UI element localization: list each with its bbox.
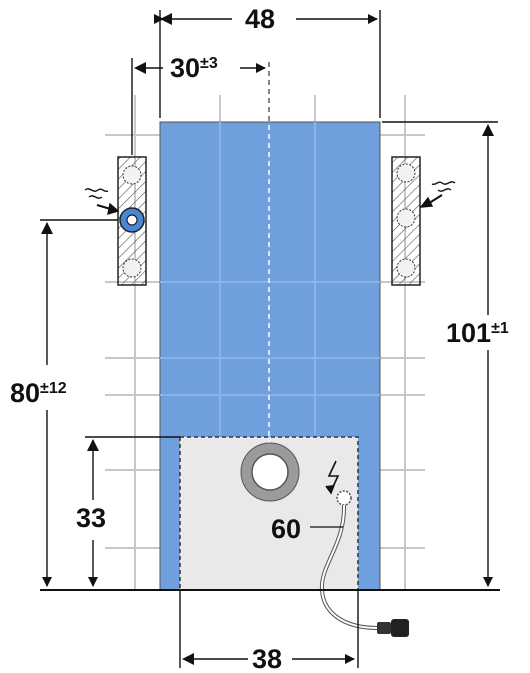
right-insert-arrow-icon (419, 181, 456, 208)
total-width-label: 48 (245, 4, 276, 34)
dim-total-height (382, 121, 498, 587)
total-height-label: 101±1 (446, 320, 509, 347)
mount-height-tolerance: ±12 (40, 380, 67, 397)
access-height-label: 33 (76, 503, 107, 533)
dim-total-width (154, 10, 381, 118)
access-width-label: 38 (252, 644, 283, 673)
total-height-value: 101 (446, 318, 492, 348)
right-mounting-bracket (391, 156, 421, 286)
drain-offset-value: 30 (170, 53, 201, 83)
panel-grid (160, 122, 380, 435)
cable-length-label: 60 (271, 514, 302, 544)
cable-length-value: 60 (271, 514, 302, 544)
lightning-icon (325, 460, 340, 495)
left-mounting-bracket (117, 156, 147, 286)
mount-height-value: 80 (10, 378, 41, 408)
access-height-value: 33 (76, 503, 107, 533)
total-height-tolerance: ±1 (491, 320, 509, 337)
access-width-value: 38 (252, 644, 283, 673)
total-width-value: 48 (245, 4, 276, 34)
left-insert-arrow-icon (84, 188, 120, 216)
dim-mount-height (40, 219, 118, 587)
dim-access-width (179, 590, 359, 668)
drain-offset-label: 30±3 (170, 55, 218, 82)
drain-pipe (240, 442, 300, 502)
mount-height-label: 80±12 (10, 380, 67, 407)
drain-offset-tolerance: ±3 (200, 55, 218, 72)
